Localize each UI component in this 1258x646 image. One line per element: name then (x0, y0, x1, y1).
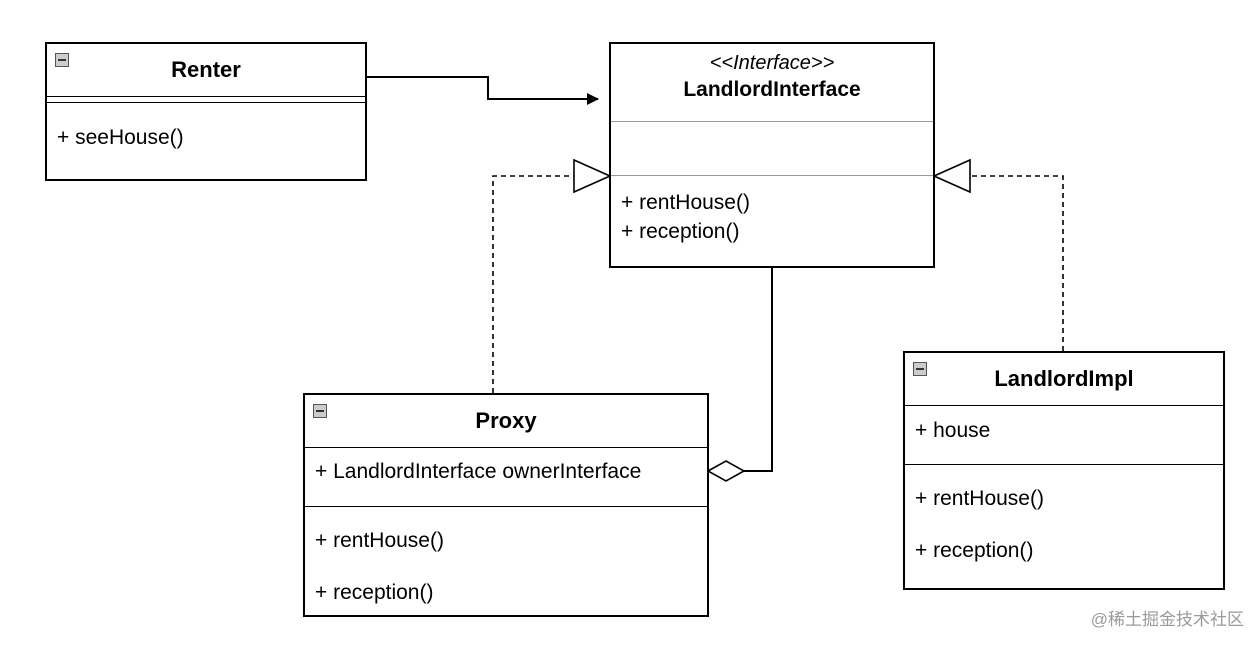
separator (47, 102, 365, 103)
collapse-toggle-icon[interactable] (913, 362, 927, 376)
realization-proxy-triangle (573, 158, 612, 194)
separator (47, 96, 365, 97)
aggregation-diamond (706, 460, 746, 482)
class-renter[interactable]: Renter + seeHouse() (45, 42, 367, 181)
class-landlord-impl-attribute-0: + house (915, 419, 991, 442)
class-proxy-name: Proxy (475, 408, 537, 433)
aggregation-proxy-to-interface (744, 267, 773, 472)
separator (611, 175, 933, 176)
collapse-toggle-icon[interactable] (55, 53, 69, 67)
class-landlord-impl-method-0: + rentHouse() (915, 487, 1044, 510)
separator (305, 506, 707, 507)
class-landlord-impl[interactable]: LandlordImpl + house + rentHouse() + rec… (903, 351, 1225, 590)
class-landlord-impl-name: LandlordImpl (994, 366, 1134, 391)
class-renter-method-0: + seeHouse() (57, 126, 184, 149)
interface-stereotype: <<Interface>> (709, 52, 835, 74)
separator (905, 464, 1223, 465)
watermark: @稀土掘金技术社区 (1090, 610, 1244, 629)
collapse-toggle-icon[interactable] (313, 404, 327, 418)
class-landlord-interface-name: LandlordInterface (683, 78, 861, 101)
class-landlord-interface[interactable]: <<Interface>> LandlordInterface + rentHo… (609, 42, 935, 268)
class-proxy[interactable]: Proxy + LandlordInterface ownerInterface… (303, 393, 709, 617)
class-renter-header: Renter (47, 44, 365, 96)
realization-impl-to-interface (970, 175, 1064, 351)
class-proxy-header: Proxy (305, 395, 707, 447)
separator (905, 405, 1223, 406)
class-landlord-impl-header: LandlordImpl (905, 353, 1223, 405)
class-landlord-interface-method-0: + rentHouse() (621, 191, 750, 214)
separator (305, 447, 707, 448)
realization-proxy-to-interface (492, 175, 574, 393)
separator (611, 121, 933, 122)
class-landlord-interface-header: <<Interface>> LandlordInterface (611, 52, 933, 102)
class-landlord-interface-method-1: + reception() (621, 220, 740, 243)
class-landlord-impl-method-1: + reception() (915, 539, 1034, 562)
association-renter-to-interface (366, 76, 599, 105)
class-proxy-attribute-0: + LandlordInterface ownerInterface (315, 460, 642, 483)
class-renter-name: Renter (171, 57, 241, 82)
class-proxy-method-0: + rentHouse() (315, 529, 444, 552)
class-proxy-method-1: + reception() (315, 581, 434, 604)
realization-impl-triangle (932, 158, 971, 194)
